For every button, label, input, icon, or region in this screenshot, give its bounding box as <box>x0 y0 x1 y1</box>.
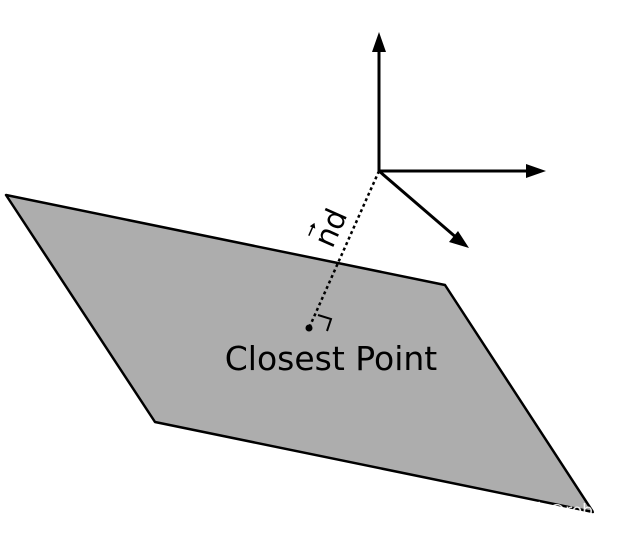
plane <box>4 193 595 514</box>
right-angle-marker <box>317 314 333 332</box>
watermark: 知乎 @robot <box>509 501 611 521</box>
arrow-down-right-icon <box>449 231 469 248</box>
arrow-up-icon <box>372 32 386 52</box>
distance-label-group: nd <box>308 204 355 253</box>
closest-point-label: Closest Point <box>225 339 438 378</box>
arrow-right-icon <box>526 164 546 178</box>
axis-diag-line <box>378 169 459 241</box>
perpendicular-distance-line <box>307 170 381 329</box>
vector-arrow-icon <box>308 222 316 236</box>
coordinate-axes <box>372 32 546 248</box>
closest-point-dot <box>305 324 313 332</box>
